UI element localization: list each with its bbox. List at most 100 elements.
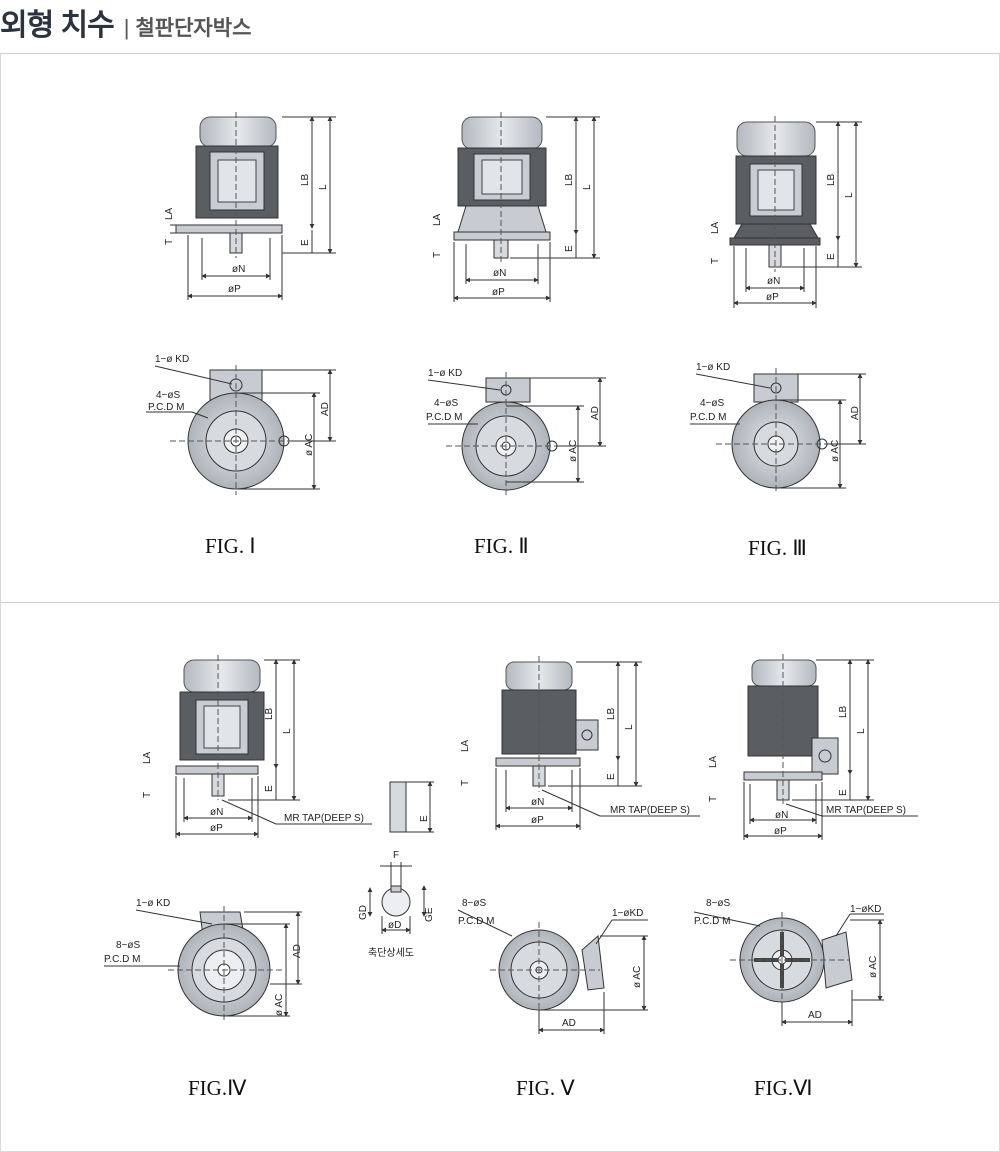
fig2-side-view: [453, 112, 600, 302]
page-title: 외형 치수: [0, 9, 115, 42]
fig2-l-label: L: [582, 184, 593, 190]
fig2-e-label: E: [564, 245, 575, 252]
fig6-caption: FIG.Ⅵ: [754, 1076, 813, 1100]
fig5-ad-label: AD: [562, 1018, 576, 1029]
fig1-front-view: [146, 365, 336, 495]
shaft-detail: [367, 781, 434, 934]
fig1-la-label: LA: [164, 207, 175, 220]
fig1-s-label: 4−øS: [156, 390, 181, 401]
fig6-l-label: L: [856, 728, 867, 734]
fig5-side-view: [495, 656, 700, 830]
fig1-caption: FIG. Ⅰ: [205, 534, 256, 558]
fig4-kd-label: 1−ø KD: [136, 898, 170, 909]
fig3-l-label: L: [844, 192, 855, 198]
fig3-t-label: T: [710, 258, 721, 264]
title-separator: |: [123, 15, 130, 40]
fig1-kd-label: 1−ø KD: [155, 354, 189, 365]
fig4-pcd-label: P.C.D M: [104, 954, 141, 965]
fig4-ad-label: AD: [292, 944, 303, 958]
shaft-gd-label: GD: [358, 905, 369, 920]
fig2-la-label: LA: [432, 213, 443, 226]
fig3-front-view: [690, 368, 866, 494]
fig1-ad-label: AD: [320, 402, 331, 416]
fig6-p-label: øP: [774, 826, 787, 837]
fig5-lb-label: LB: [606, 707, 617, 720]
fig5-pcd-label: P.C.D M: [458, 916, 495, 927]
fig6-mr-label: MR TAP(DEEP S): [826, 805, 906, 816]
shaft-ge-label: GE: [424, 907, 435, 922]
fig5-mr-label: MR TAP(DEEP S): [610, 805, 690, 816]
fig1-pcd-label: P.C.D M: [148, 402, 185, 413]
fig5-caption: FIG. Ⅴ: [516, 1076, 575, 1100]
fig2-t-label: T: [432, 252, 443, 258]
fig6-front-view: [693, 911, 884, 1026]
fig4-caption: FIG.Ⅳ: [188, 1076, 247, 1100]
fig3-side-view: [729, 116, 862, 308]
shaft-detail-caption: 축단상세도: [368, 947, 414, 959]
fig2-front-view: [427, 372, 606, 496]
fig5-kd-label: 1−øKD: [612, 908, 643, 919]
fig4-t-label: T: [142, 792, 153, 798]
fig5-p-label: øP: [531, 815, 544, 826]
page-subtitle: 철판단자박스: [135, 17, 252, 40]
fig6-n-label: øN: [775, 810, 788, 821]
fig4-lb-label: LB: [264, 707, 275, 720]
fig5-ac-label: ø AC: [632, 966, 643, 988]
fig5-l-label: L: [624, 724, 635, 730]
fig3-kd-label: 1−ø KD: [696, 362, 730, 373]
shaft-e-label: E: [419, 815, 430, 822]
shaft-f-label: F: [393, 850, 399, 861]
fig6-la-label: LA: [708, 755, 719, 768]
fig1-e-label: E: [300, 239, 311, 246]
fig4-front-view: [104, 906, 302, 1022]
fig1-t-label: T: [164, 239, 175, 245]
fig4-l-label: L: [282, 728, 293, 734]
fig3-s-label: 4−øS: [700, 398, 725, 409]
fig3-ac-label: ø AC: [830, 440, 841, 462]
fig3-lb-label: LB: [826, 173, 837, 186]
fig5-n-label: øN: [531, 797, 544, 808]
fig1-lb-label: LB: [300, 173, 311, 186]
fig2-ac-label: ø AC: [568, 440, 579, 462]
fig5-e-label: E: [606, 773, 617, 780]
fig5-s-label: 8−øS: [462, 898, 487, 909]
fig1-side-view: [170, 112, 336, 300]
fig1-n-label: øN: [232, 264, 245, 275]
fig3-n-label: øN: [767, 276, 780, 287]
fig2-kd-label: 1−ø KD: [428, 368, 462, 379]
fig6-pcd-label: P.C.D M: [694, 916, 731, 927]
fig2-n-label: øN: [493, 268, 506, 279]
fig5-front-view: [457, 909, 648, 1034]
fig3-ad-label: AD: [850, 406, 861, 420]
fig3-pcd-label: P.C.D M: [690, 412, 727, 423]
fig1-p-label: øP: [228, 284, 241, 295]
page-header: 외형 치수 | 철판단자박스: [0, 0, 252, 42]
fig4-n-label: øN: [210, 807, 223, 818]
fig4-s-label: 8−øS: [116, 940, 141, 951]
fig6-side-view: [743, 654, 918, 840]
fig3-caption: FIG. Ⅲ: [748, 536, 807, 560]
fig4-p-label: øP: [210, 823, 223, 834]
fig1-ac-label: ø AC: [304, 434, 315, 456]
fig6-ac-label: ø AC: [868, 956, 879, 978]
fig6-kd-label: 1−øKD: [850, 904, 881, 915]
fig6-s-label: 8−øS: [706, 898, 731, 909]
fig4-side-view: [175, 655, 372, 838]
fig6-lb-label: LB: [838, 705, 849, 718]
fig4-mr-label: MR TAP(DEEP S): [284, 813, 364, 824]
fig2-s-label: 4−øS: [434, 398, 459, 409]
fig5-t-label: T: [460, 780, 471, 786]
fig3-la-label: LA: [710, 221, 721, 234]
fig1-l-label: L: [318, 184, 329, 190]
fig4-ac-label: ø AC: [274, 994, 285, 1016]
fig3-e-label: E: [826, 253, 837, 260]
fig4-e-label: E: [264, 785, 275, 792]
fig4-la-label: LA: [142, 751, 153, 764]
fig2-ad-label: AD: [590, 406, 601, 420]
shaft-d-label: øD: [388, 920, 401, 931]
fig3-p-label: øP: [766, 292, 779, 303]
fig5-la-label: LA: [460, 739, 471, 752]
fig6-t-label: T: [708, 796, 719, 802]
fig2-caption: FIG. Ⅱ: [474, 534, 529, 558]
